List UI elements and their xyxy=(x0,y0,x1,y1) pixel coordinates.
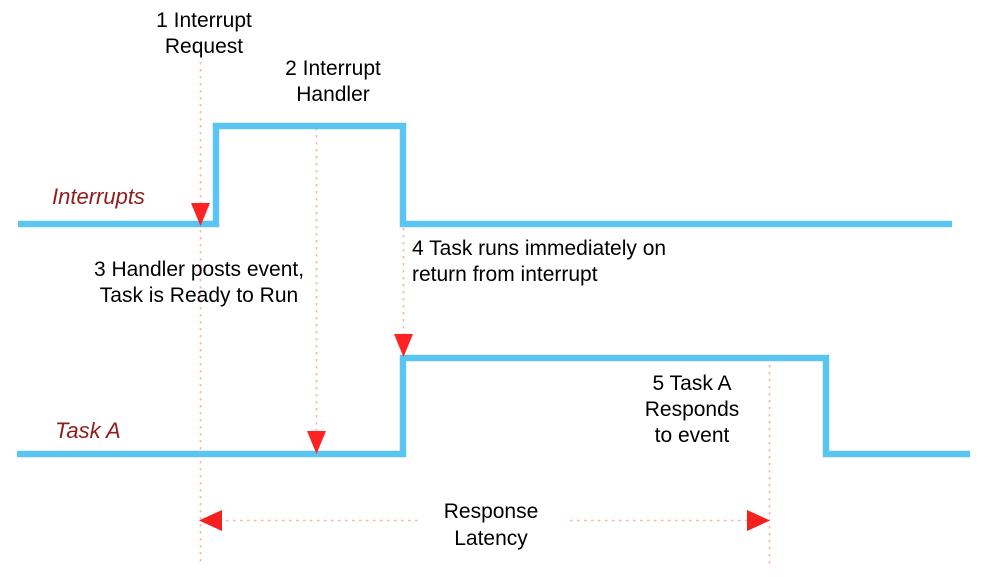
annotation-3-handler-posts-event: 3 Handler posts event, Task is Ready to … xyxy=(93,258,305,307)
dashed-guides xyxy=(199,62,771,565)
annotation-1-interrupt-request: 1 Interrupt Request xyxy=(156,9,252,58)
interrupt-request-arrow-icon xyxy=(191,203,210,226)
annotation-2-interrupt-handler: 2 Interrupt Handler xyxy=(285,57,381,106)
signal-label-task-a: Task A xyxy=(55,418,121,443)
response-latency-arrow xyxy=(199,510,770,531)
latency-arrowhead-left-icon xyxy=(199,510,222,531)
latency-arrowhead-right-icon xyxy=(747,510,770,531)
event-markers xyxy=(191,203,413,454)
handler-posts-event-arrow-icon xyxy=(307,431,326,454)
annotation-5-task-a-responds: 5 Task A Responds to event xyxy=(644,372,740,447)
waveform-interrupts xyxy=(18,122,952,228)
waveform-task-a xyxy=(17,354,970,458)
response-latency-label-line1: Response xyxy=(443,500,539,523)
annotation-4-task-runs-immediately: 4 Task runs immediately on return from i… xyxy=(412,237,667,286)
response-latency-label-line2: Latency xyxy=(454,527,528,550)
task-runs-arrow-icon xyxy=(394,334,413,357)
signal-label-interrupts: Interrupts xyxy=(52,184,145,209)
